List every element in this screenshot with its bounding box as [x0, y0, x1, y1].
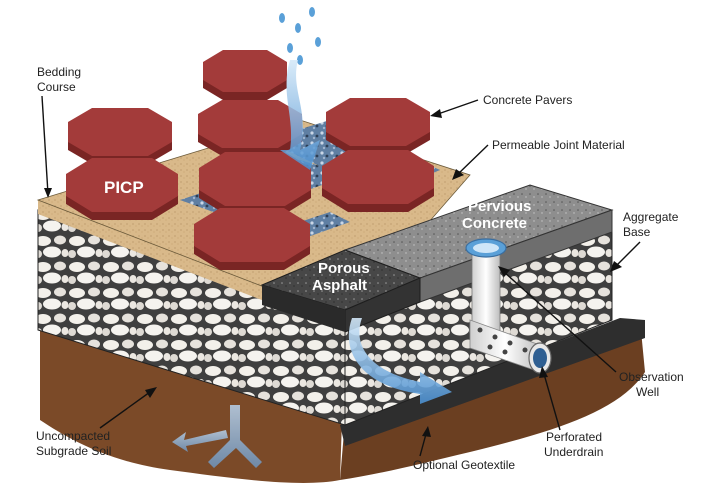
bedding-course-leader: [41, 95, 52, 198]
water-inflow-arrow: [280, 60, 320, 170]
perforated-underdrain-label-line2: Underdrain: [544, 445, 603, 459]
optional-geotextile-label: Optional Geotextile: [413, 458, 515, 472]
optional-geotextile-leader: [419, 426, 431, 457]
paver: [198, 100, 302, 156]
observation-well-label-line1: Observation: [619, 370, 684, 384]
porous-asphalt-slab: [260, 249, 422, 333]
infiltration-arrows: [172, 405, 262, 468]
porous-asphalt-label-line1: Porous: [318, 260, 370, 277]
uncompacted-soil-label-line1: Uncompacted: [36, 429, 110, 443]
rain-drops: [279, 7, 321, 65]
observation-well-leader: [498, 266, 617, 373]
water-flow-arrow: [348, 318, 452, 404]
aggregate-base-label-line2: Base: [623, 225, 651, 239]
perforated-underdrain-leader: [539, 366, 561, 431]
uncompacted-soil-leader: [99, 387, 157, 429]
pavers: [66, 50, 434, 270]
paver: [203, 50, 287, 100]
observation-well-label-line2: Well: [636, 385, 659, 399]
picp-label: PICP: [104, 178, 144, 197]
aggregate-base-label-line1: Aggregate: [623, 210, 679, 224]
concrete-pavers-label: Concrete Pavers: [483, 93, 572, 107]
perforated-underdrain-label-line1: Perforated: [546, 430, 602, 444]
bedding-course-label-line2: Course: [37, 80, 76, 94]
paver: [322, 150, 434, 212]
paver: [66, 158, 178, 220]
paver: [194, 208, 310, 270]
uncompacted-soil-label-line2: Subgrade Soil: [36, 444, 111, 458]
aggregate-base-leader: [610, 241, 641, 272]
bedding-course-label-line1: Bedding: [37, 65, 81, 79]
paver: [199, 152, 311, 214]
pervious-concrete-label-line1: Pervious: [468, 198, 531, 215]
permeable-joint-label: Permeable Joint Material: [492, 138, 625, 152]
concrete-pavers-leader: [430, 99, 479, 118]
paver: [68, 108, 172, 164]
geotextile-layer: [340, 318, 645, 446]
pervious-concrete-label-line2: Concrete: [462, 215, 527, 232]
paver: [326, 98, 430, 154]
permeable-joint-leader: [452, 144, 489, 180]
porous-asphalt-label-line2: Asphalt: [312, 277, 367, 294]
perforated-underdrain: [469, 319, 552, 374]
